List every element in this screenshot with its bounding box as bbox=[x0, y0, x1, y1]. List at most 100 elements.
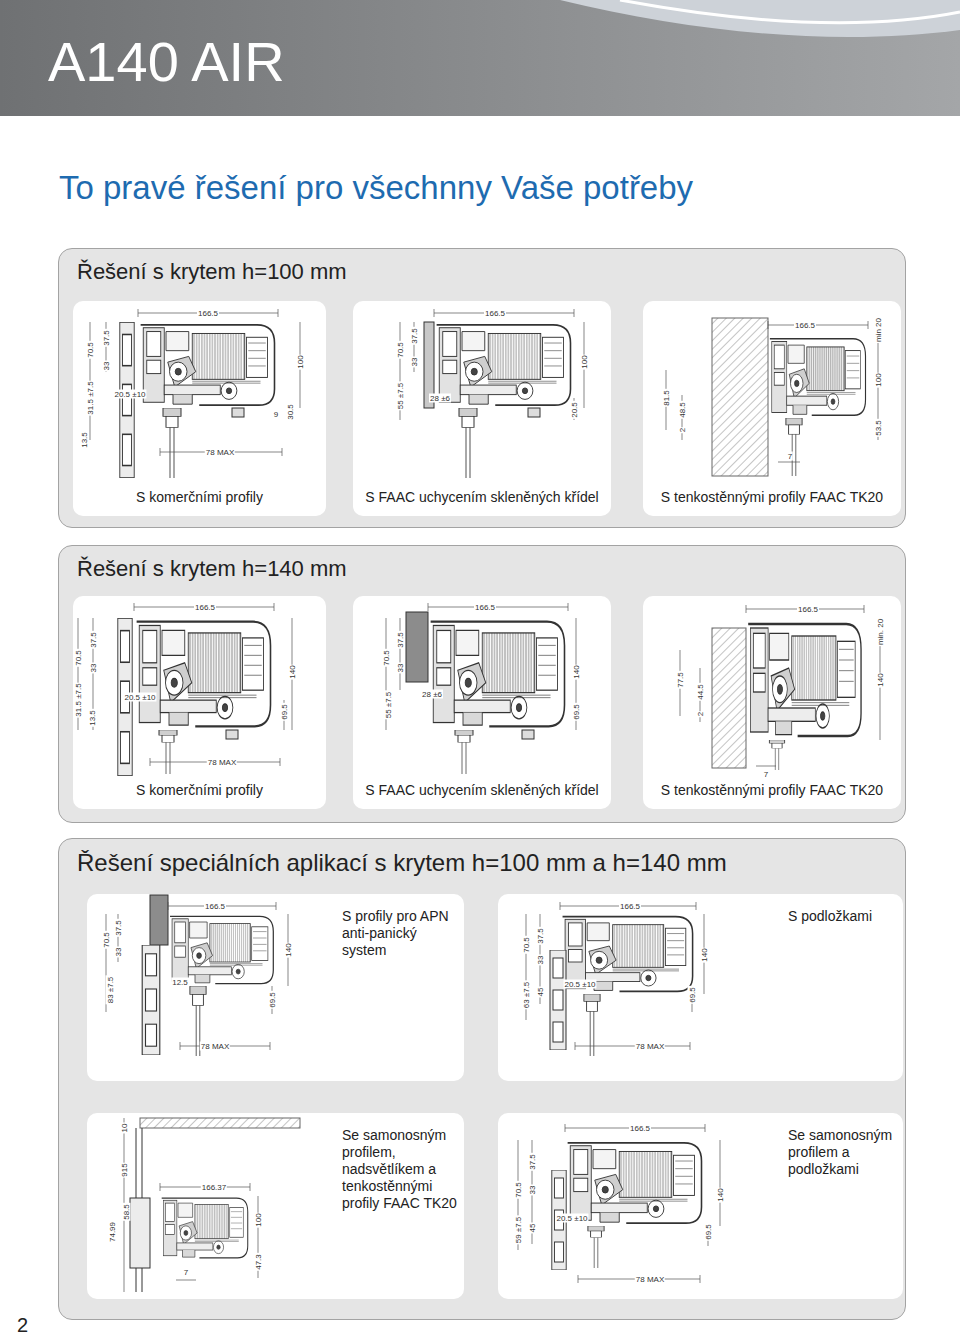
dimension-value: 10 bbox=[120, 1123, 129, 1134]
dimension-value: 47.3 bbox=[254, 1253, 263, 1271]
operator-section bbox=[563, 917, 693, 992]
operator-section bbox=[170, 916, 273, 983]
page-title: A140 AIR bbox=[48, 34, 285, 90]
dimension-value: 100 bbox=[254, 1212, 263, 1227]
dimension-value: 69.5 bbox=[268, 991, 277, 1009]
dimension-value: 78 MAX bbox=[200, 1042, 230, 1051]
dimension-value: 37.5 bbox=[102, 329, 111, 347]
dimension-value: 166.5 bbox=[629, 1124, 651, 1133]
header-curve bbox=[620, 0, 960, 23]
dimension-value: 166.5 bbox=[619, 902, 641, 911]
header-ground bbox=[0, 0, 960, 116]
operator-drawing bbox=[78, 603, 292, 776]
dimension-value: 12.5 bbox=[171, 978, 189, 987]
dimension-value: 166.5 bbox=[204, 902, 226, 911]
dimension-value: 55 ±7.5 bbox=[396, 382, 405, 411]
dimension-value: 59 ±7.5 bbox=[514, 1216, 523, 1245]
header-band bbox=[0, 0, 960, 116]
dimension-value: 166.5 bbox=[194, 603, 216, 612]
dimension-lines bbox=[124, 1118, 258, 1292]
door-leaf bbox=[584, 994, 600, 1056]
operator-section bbox=[431, 622, 565, 727]
dimension-value: 28 ±6 bbox=[429, 394, 451, 403]
subtitle: To pravé řešení pro všechnny Vaše potřeb… bbox=[58, 168, 920, 208]
dimension-value: 55 ±7.5 bbox=[384, 691, 393, 720]
door-profile bbox=[550, 950, 566, 1050]
dimension-lines bbox=[386, 603, 576, 730]
variant-caption: S FAAC uchycením skleněných křídel bbox=[359, 489, 605, 506]
section-heading: Řešení speciálních aplikací s krytem h=1… bbox=[77, 849, 887, 878]
dimension-value: 33 bbox=[89, 663, 98, 674]
dimension-value: 33 bbox=[114, 947, 123, 958]
dimension-value: 166.5 bbox=[484, 309, 506, 318]
door-leaf bbox=[159, 730, 177, 774]
operator-section bbox=[162, 1198, 248, 1258]
dimension-value: 140 bbox=[700, 947, 709, 962]
operator-drawing bbox=[124, 1118, 300, 1292]
dimension-value: 69.5 bbox=[572, 703, 581, 721]
dimension-value: 45 bbox=[536, 987, 545, 998]
operator-section bbox=[568, 1143, 702, 1223]
dimension-value: 69.5 bbox=[704, 1223, 713, 1241]
dimension-value: min 20 bbox=[874, 317, 883, 343]
dimension-value: 70.5 bbox=[382, 649, 391, 667]
variant-caption: S komerčními profily bbox=[79, 489, 320, 506]
dimension-value: 100 bbox=[296, 354, 305, 369]
door-leaf bbox=[163, 408, 181, 478]
dimension-value: 20.5 bbox=[570, 401, 579, 419]
dimension-value: 78 MAX bbox=[207, 758, 237, 767]
dimension-value: 20.5 ±10 bbox=[123, 693, 156, 702]
dimension-value: 70.5 bbox=[396, 341, 405, 359]
dimension-value: 2 bbox=[696, 711, 705, 717]
dimension-lines bbox=[400, 309, 584, 420]
variant-caption: S tenkostěnnými profily FAAC TK20 bbox=[649, 489, 895, 506]
operator-drawing bbox=[526, 902, 704, 1056]
header-swoosh bbox=[560, 0, 960, 37]
dimension-value: 13.5 bbox=[80, 431, 89, 449]
dimension-value: 7 bbox=[763, 770, 769, 779]
dimension-value: 63 ±7.5 bbox=[522, 981, 531, 1010]
dimension-value: 2 bbox=[678, 427, 687, 433]
operator-drawing bbox=[518, 1124, 720, 1283]
dimension-lines bbox=[78, 603, 292, 766]
dimension-value: 31.5 ±7.5 bbox=[74, 682, 83, 717]
stop-block bbox=[226, 730, 238, 739]
dimension-value: 33 bbox=[410, 357, 419, 368]
dimension-value: 140 bbox=[288, 664, 297, 679]
variant-caption: Se samonosným profilem, nadsvětlíkem a t… bbox=[342, 1127, 458, 1212]
dimension-value: 77.5 bbox=[676, 671, 685, 689]
dimension-value: 70.5 bbox=[514, 1181, 523, 1199]
dimension-value: 7 bbox=[183, 1268, 189, 1277]
operator-section bbox=[748, 624, 861, 736]
dimension-value: 33 bbox=[536, 955, 545, 966]
dimension-value: 37.5 bbox=[396, 631, 405, 649]
dimension-value: 100 bbox=[874, 372, 883, 387]
door-profile bbox=[120, 322, 134, 478]
self-supporting-profile bbox=[130, 1198, 150, 1268]
variant-caption: S podložkami bbox=[788, 908, 896, 925]
dimension-value: 78 MAX bbox=[205, 448, 235, 457]
dimension-value: 45 bbox=[528, 1223, 537, 1234]
door-leaf bbox=[769, 740, 784, 770]
dimension-value: 31.5 ±7.5 bbox=[86, 380, 95, 415]
page-number: 2 bbox=[16, 1314, 29, 1336]
wall-section bbox=[712, 628, 746, 768]
dimension-value: 78 MAX bbox=[635, 1042, 665, 1051]
dimension-value: 70.5 bbox=[522, 936, 531, 954]
dimension-value: 28 ±6 bbox=[421, 690, 443, 699]
dimension-lines bbox=[90, 309, 300, 456]
dimension-lines bbox=[680, 605, 880, 766]
variant-caption: S FAAC uchycením skleněných křídel bbox=[359, 782, 605, 799]
dimension-lines bbox=[666, 318, 878, 462]
dimension-value: min. 20 bbox=[876, 618, 885, 646]
operator-section bbox=[437, 325, 571, 405]
dimension-value: 20.5 ±10 bbox=[563, 980, 596, 989]
variant-caption: S komerčními profily bbox=[79, 782, 320, 799]
stop-block bbox=[232, 408, 244, 417]
dimension-value: 13.5 bbox=[88, 709, 97, 727]
operator-section bbox=[770, 339, 866, 416]
dimension-value: 37.5 bbox=[536, 927, 545, 945]
operator-drawing bbox=[90, 309, 300, 478]
dimension-value: 53.5 bbox=[874, 419, 883, 437]
